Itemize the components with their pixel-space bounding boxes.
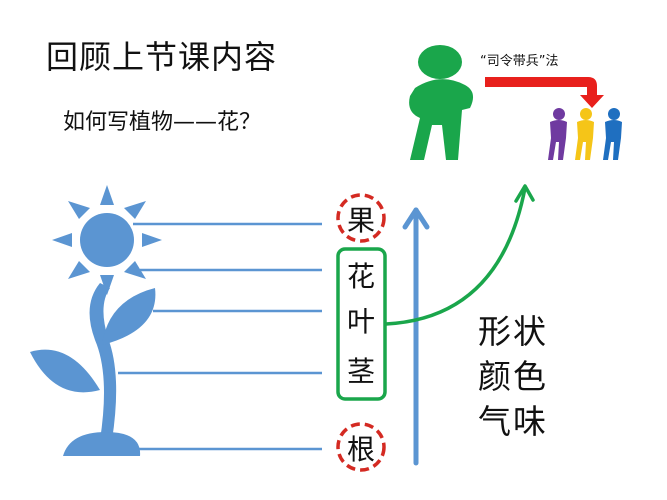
soldier-figure-blue-icon xyxy=(603,108,622,160)
dashed-circle-fruit xyxy=(336,193,386,243)
page-title: 回顾上节课内容 xyxy=(46,38,278,76)
upward-arrow-icon xyxy=(402,207,430,466)
part-leaf-label: 叶 xyxy=(346,305,375,338)
part-flower-label: 花 xyxy=(346,260,375,293)
subtitle-question: 如何写植物——花？ xyxy=(63,110,262,135)
part-stem-label: 茎 xyxy=(346,355,375,388)
flower-plant-icon xyxy=(30,185,162,456)
soldier-figure-yellow-icon xyxy=(575,108,594,160)
guide-lines xyxy=(118,222,322,451)
red-arrow-icon xyxy=(485,77,604,108)
dashed-circle-root xyxy=(336,422,386,472)
commander-figure-icon xyxy=(409,45,474,160)
part-root-label: 根 xyxy=(346,433,375,466)
attribute-shape: 形状 xyxy=(478,312,548,351)
curved-arrow-icon xyxy=(384,184,535,326)
attribute-color: 颜色 xyxy=(478,357,548,396)
soldier-figure-purple-icon xyxy=(548,108,567,160)
method-label: “司令带兵”法 xyxy=(480,54,559,69)
attribute-smell: 气味 xyxy=(478,402,548,441)
part-fruit-label: 果 xyxy=(346,204,375,237)
